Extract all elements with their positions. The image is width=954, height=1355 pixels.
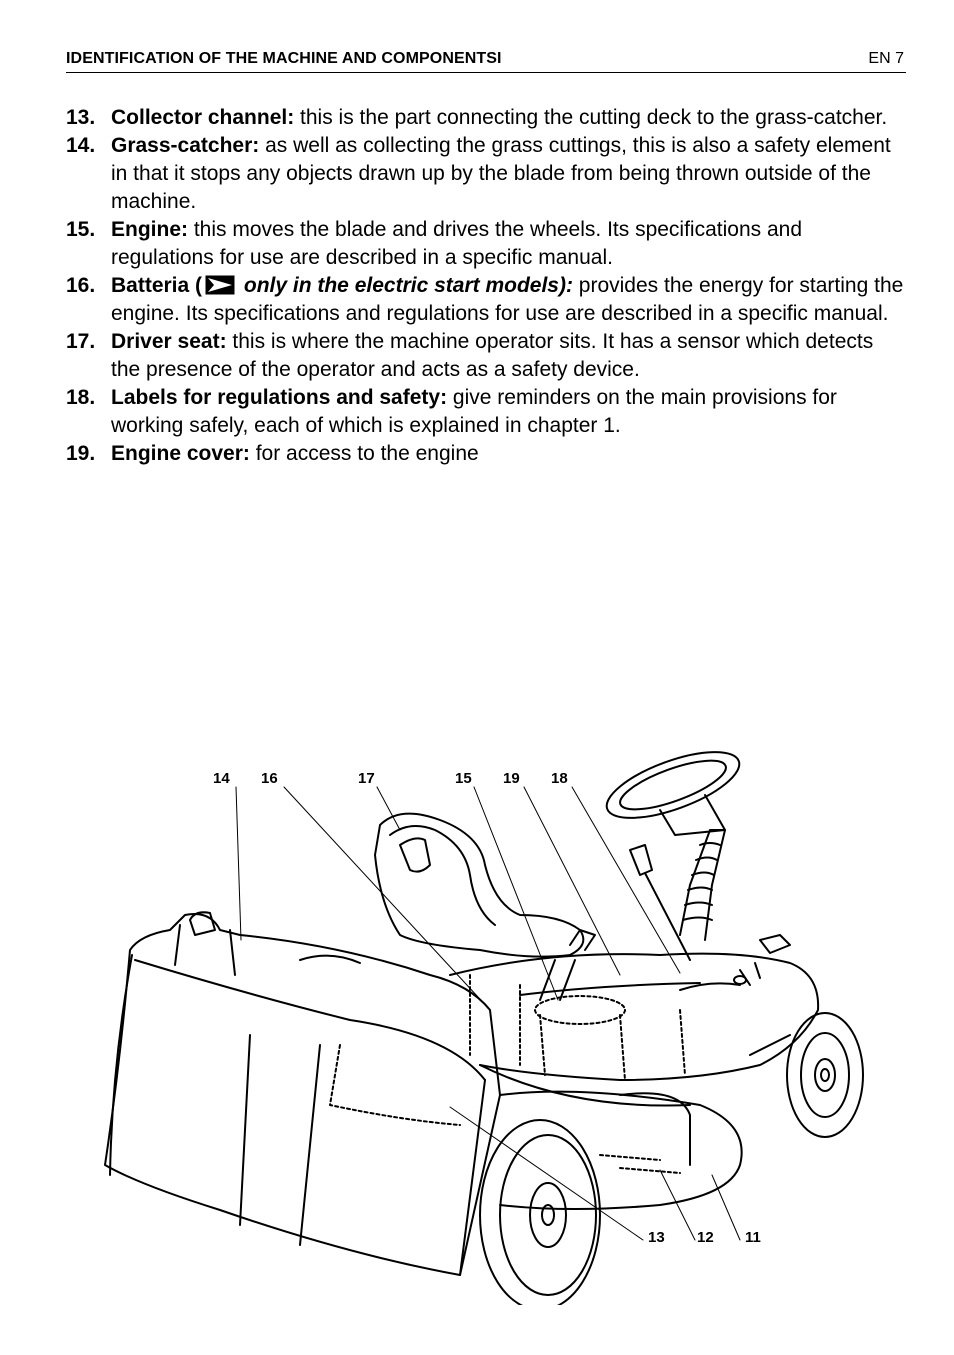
item-number: 18. [66, 386, 96, 409]
component-list: 13. Collector channel: this is the part … [66, 104, 906, 468]
list-item-16: 16. Batteria ( only in the electric star… [66, 272, 906, 328]
callout-11: 11 [745, 1229, 761, 1246]
callout-leaders [235, 786, 741, 1241]
driver-seat [374, 812, 596, 1001]
list-item-13: 13. Collector channel: this is the part … [66, 104, 906, 132]
section-title: IDENTIFICATION OF THE MACHINE AND COMPON… [66, 50, 502, 67]
list-item-17: 17. Driver seat: this is where the machi… [66, 328, 906, 384]
callout-14: 14 [213, 770, 230, 787]
item-term: Collector channel: [111, 106, 295, 129]
callout-17: 17 [358, 770, 375, 787]
item-term: Engine: [111, 218, 188, 241]
item-text: as well as collecting the grass cuttings… [111, 134, 891, 213]
item-term: Labels for regulations and safety: [111, 386, 448, 409]
callout-12: 12 [697, 1229, 714, 1246]
item-text: provides the energy for starting the eng… [111, 274, 904, 325]
item-term: Batteria ( [111, 274, 203, 297]
list-item-15: 15. Engine: this moves the blade and dri… [66, 216, 906, 272]
steering-assembly [605, 751, 791, 986]
item-text: this is where the machine operator sits.… [111, 330, 874, 381]
item-number: 15. [66, 218, 96, 241]
item-text: this is the part connecting the cutting … [294, 106, 888, 129]
mower-drawing [104, 751, 864, 1311]
item-term: Driver seat: [111, 330, 227, 353]
item-term: Engine cover: [111, 442, 250, 465]
item-text: give reminders on the main provisions fo… [111, 386, 837, 437]
page-number: EN 7 [868, 50, 904, 67]
rear-wheel [749, 1012, 864, 1138]
item-text: this moves the blade and drives the whee… [111, 218, 803, 269]
callout-16: 16 [261, 770, 278, 787]
item-qualifier: only in the electric start models): [238, 274, 573, 297]
item-text: for access to the engine [249, 442, 479, 465]
callout-13: 13 [648, 1229, 665, 1246]
callout-19: 19 [503, 770, 520, 787]
item-number: 17. [66, 330, 96, 353]
grass-catcher [104, 911, 501, 1276]
item-number: 16. [66, 274, 96, 297]
callout-18: 18 [551, 770, 568, 787]
item-number: 13. [66, 106, 96, 129]
page-header: IDENTIFICATION OF THE MACHINE AND COMPON… [66, 48, 906, 73]
list-item-19: 19. Engine cover: for access to the engi… [66, 440, 906, 468]
model-marker-arrow-icon [205, 275, 235, 295]
item-number: 14. [66, 134, 96, 157]
item-term: Grass-catcher: [111, 134, 260, 157]
callout-15: 15 [455, 770, 472, 787]
list-item-18: 18. Labels for regulations and safety: g… [66, 384, 906, 440]
list-item-14: 14. Grass-catcher: as well as collecting… [66, 132, 906, 216]
item-number: 19. [66, 442, 96, 465]
mower-illustration: 14 16 17 15 19 18 13 12 11 [100, 735, 880, 1311]
mower-body [449, 952, 820, 1107]
front-wheel [479, 1119, 601, 1311]
